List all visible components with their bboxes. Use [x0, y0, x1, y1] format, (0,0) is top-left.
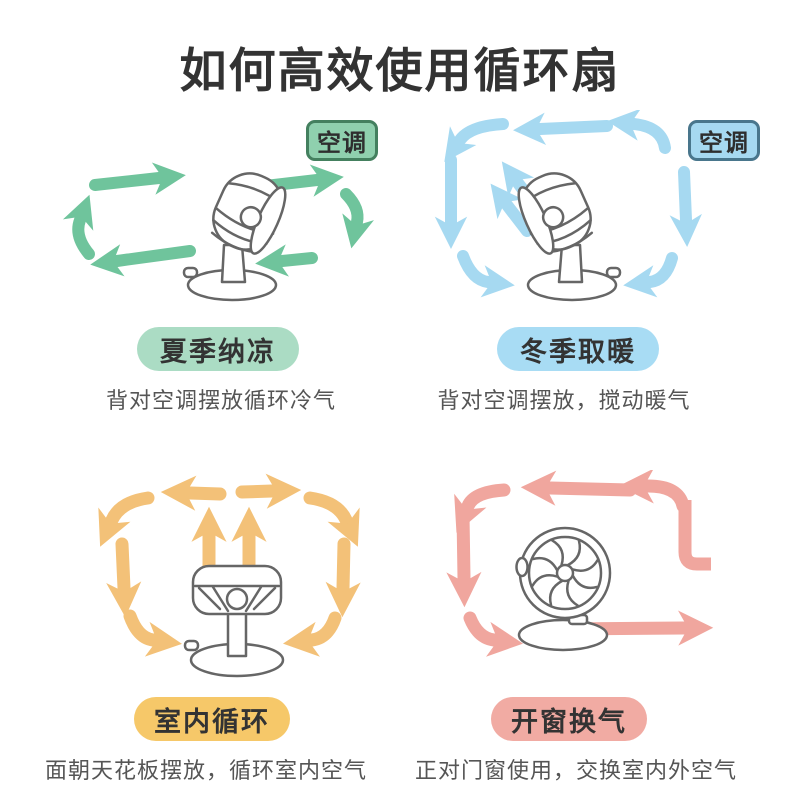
- ac-badge-summer: 空调: [306, 120, 378, 161]
- pill-summer: 夏季纳凉: [137, 327, 299, 371]
- desc-summer: 背对空调摆放循环冷气: [105, 388, 336, 413]
- fan-illustration: [183, 564, 285, 678]
- summer-scene: [62, 162, 374, 302]
- airflow-arrows-yellow: [98, 473, 361, 657]
- ac-badge-winter: 空调: [688, 120, 760, 161]
- window-scene: [446, 470, 714, 657]
- pill-window: 开窗换气: [491, 697, 647, 741]
- winter-scene: [434, 110, 702, 302]
- pill-indoor: 室内循环: [134, 697, 290, 741]
- desc-indoor: 面朝天花板摆放，循环室内空气: [45, 758, 368, 783]
- indoor-scene: [98, 473, 361, 678]
- page-title: 如何高效使用循环扇: [179, 44, 621, 97]
- desc-winter: 背对空调摆放，搅动暖气: [437, 388, 691, 413]
- desc-window: 正对门窗使用，交换室内外空气: [415, 758, 738, 783]
- fan-illustration: [515, 526, 612, 652]
- fan-illustration: [182, 162, 294, 302]
- pill-winter: 冬季取暖: [497, 327, 659, 371]
